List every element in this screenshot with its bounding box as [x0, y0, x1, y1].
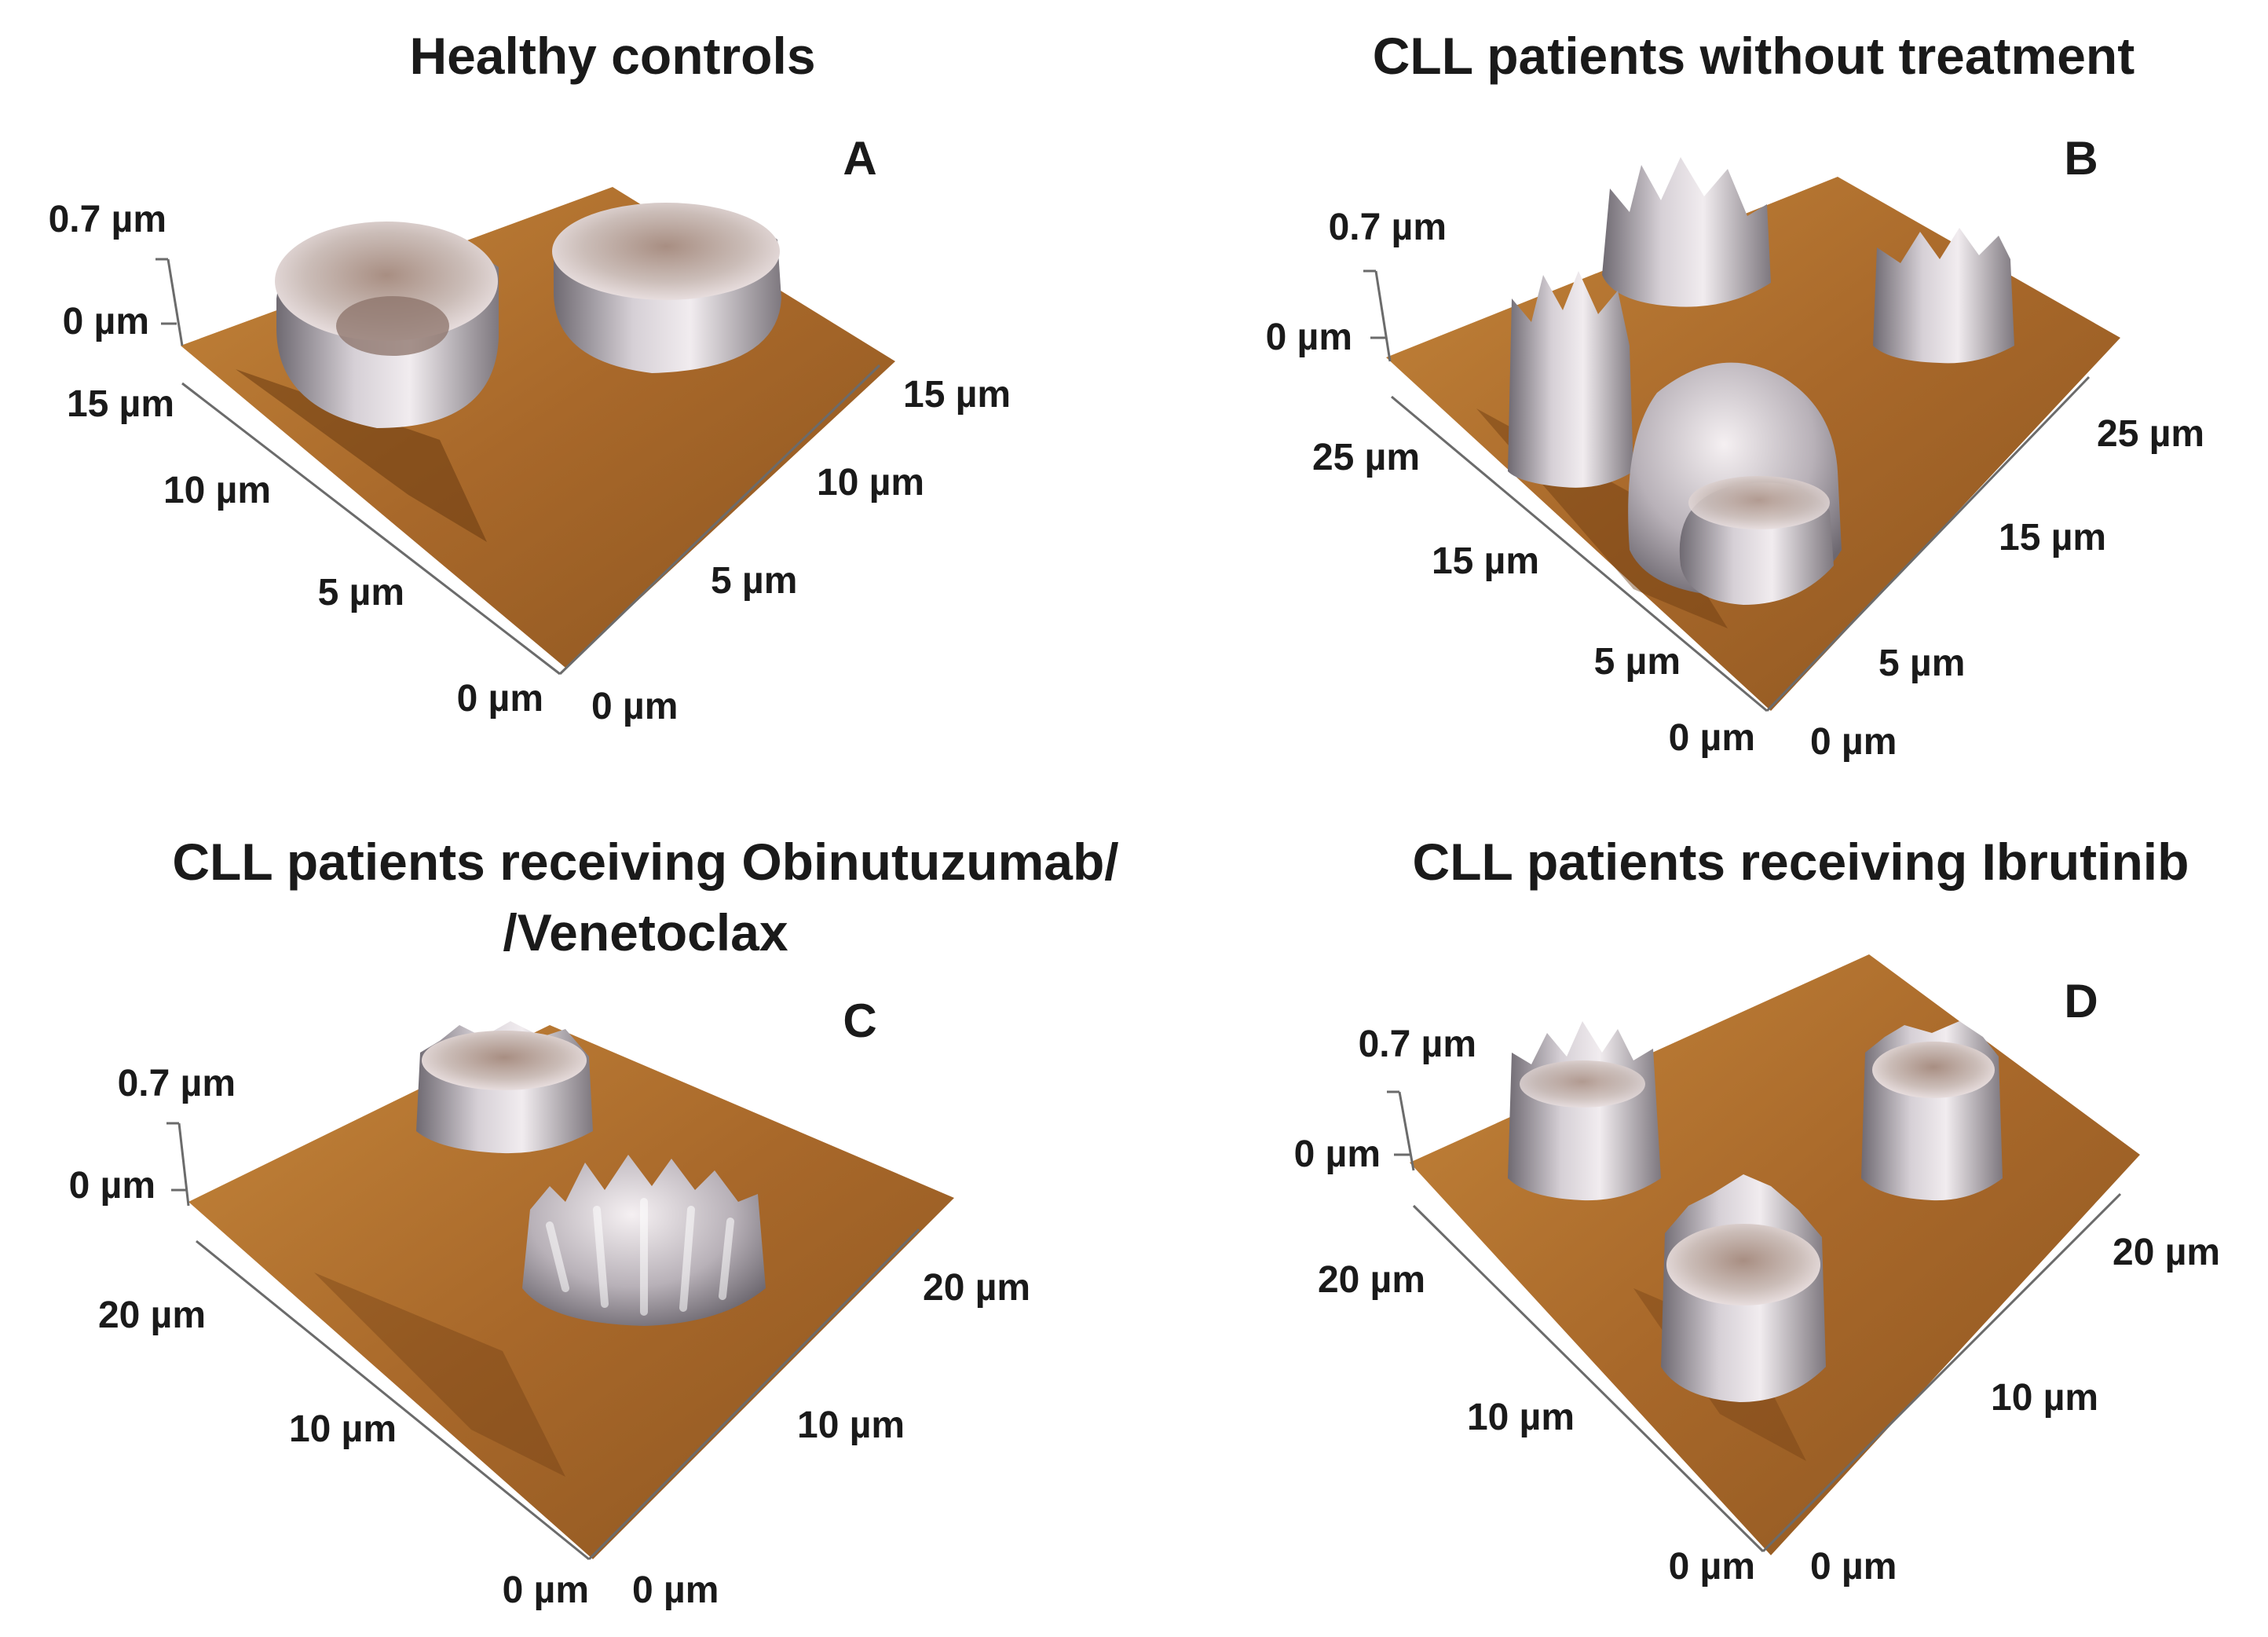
panel-b-right-label: 15 µm: [1999, 517, 2106, 558]
panel-d-left-label: 0 µm: [1669, 1546, 1755, 1588]
panel-b-right-axis: [1765, 375, 2091, 712]
panel-b-left-label: 0 µm: [1669, 717, 1755, 759]
panel-c-right-label: 20 µm: [923, 1267, 1030, 1309]
panel-b-cell-3: [1873, 228, 2014, 364]
panel-d-left-axis: [1412, 1204, 1765, 1553]
panel-a-right-label: 5 µm: [711, 560, 797, 602]
panel-c-title-line-1: CLL patients receiving Obinutuzumab/: [172, 833, 1118, 891]
panel-d-cell-1: [1508, 1021, 1661, 1201]
panel-c-left-label: 10 µm: [289, 1408, 397, 1450]
panel-c-title-line-2: /Venetoclax: [503, 903, 788, 961]
panel-b-right-label: 0 µm: [1810, 721, 1897, 763]
panel-c-letter: C: [843, 994, 876, 1047]
panel-c-surface-shadow: [314, 1273, 565, 1477]
panel-c-z-min: 0 µm: [69, 1165, 155, 1207]
panel-b-left-label: 25 µm: [1312, 437, 1420, 478]
panel-c-cell-2: [522, 1155, 766, 1326]
panel-a-left-axis: [181, 382, 561, 676]
panel-d-left-label: 20 µm: [1318, 1259, 1425, 1301]
panel-d-right-axis: [1761, 1192, 2122, 1553]
panel-b-left-label: 5 µm: [1594, 641, 1681, 683]
panel-b-cell-1: [1602, 157, 1771, 307]
panel-a-left-label: 0 µm: [457, 678, 543, 720]
panel-d-letter: D: [2064, 975, 2098, 1027]
panel-a: Healthy controls A 0.7 µm 0 µm 15 µm 10 …: [49, 27, 1011, 727]
panel-c-right-label: 0 µm: [632, 1569, 719, 1611]
panel-a-letter: A: [843, 132, 876, 185]
panel-c-right-label: 10 µm: [797, 1404, 905, 1446]
panel-b-cell-2: [1508, 271, 1633, 488]
panel-c-right-axis: [587, 1228, 920, 1561]
panel-a-right-label: 15 µm: [903, 374, 1011, 416]
panel-b-z-axis: [1374, 270, 1392, 362]
panel-a-cell-1: [275, 222, 499, 428]
panel-b-z-min: 0 µm: [1266, 317, 1352, 358]
panel-c: CLL patients receiving Obinutuzumab/ /Ve…: [69, 833, 1119, 1611]
panel-d-right-label: 20 µm: [2113, 1232, 2220, 1273]
panel-a-left-label: 5 µm: [318, 572, 404, 613]
panel-a-z-max: 0.7 µm: [49, 199, 166, 240]
panel-d-cell-2: [1861, 1021, 2003, 1201]
panel-b-right-label: 5 µm: [1878, 643, 1965, 684]
panel-a-left-label: 10 µm: [163, 470, 271, 511]
panel-a-title: Healthy controls: [409, 27, 815, 85]
panel-d-z-max: 0.7 µm: [1359, 1024, 1476, 1065]
panel-b: CLL patients without treatment B 0.7 µm …: [1266, 27, 2204, 763]
panel-d-left-label: 10 µm: [1467, 1397, 1575, 1438]
panel-a-right-label: 10 µm: [817, 462, 924, 504]
panel-a-surface-shadow: [236, 369, 487, 542]
panel-c-z-axis: [177, 1122, 190, 1207]
panel-a-right-axis: [558, 364, 881, 676]
panel-a-right-label: 0 µm: [591, 686, 678, 727]
panel-d-right-label: 0 µm: [1810, 1546, 1897, 1588]
panel-c-z-max: 0.7 µm: [118, 1063, 236, 1104]
panel-c-cell-1: [416, 1021, 593, 1154]
panel-c-left-axis: [196, 1240, 590, 1561]
panel-b-cell-4: [1628, 362, 1842, 605]
panel-d-z-min: 0 µm: [1294, 1133, 1381, 1175]
panel-d-right-label: 10 µm: [1991, 1377, 2098, 1419]
panel-b-left-axis: [1391, 395, 1768, 712]
panel-a-z-min: 0 µm: [63, 301, 149, 342]
panel-d: CLL patients receiving Ibrutinib D 0.7 µ…: [1294, 833, 2220, 1588]
panel-a-cell-2: [552, 203, 781, 373]
panel-a-left-label: 15 µm: [67, 383, 174, 425]
panel-b-right-label: 25 µm: [2097, 413, 2204, 455]
panel-b-letter: B: [2064, 132, 2098, 185]
panel-d-z-axis: [1398, 1091, 1415, 1171]
panel-a-z-axis: [166, 258, 184, 346]
panel-d-title: CLL patients receiving Ibrutinib: [1413, 833, 2189, 891]
panel-b-z-max: 0.7 µm: [1329, 207, 1447, 248]
panel-b-left-label: 15 µm: [1432, 540, 1539, 582]
panel-c-left-label: 0 µm: [503, 1569, 589, 1611]
panel-d-cell-3: [1661, 1174, 1826, 1402]
panel-b-title: CLL patients without treatment: [1373, 27, 2134, 85]
panel-c-left-label: 20 µm: [98, 1295, 206, 1336]
